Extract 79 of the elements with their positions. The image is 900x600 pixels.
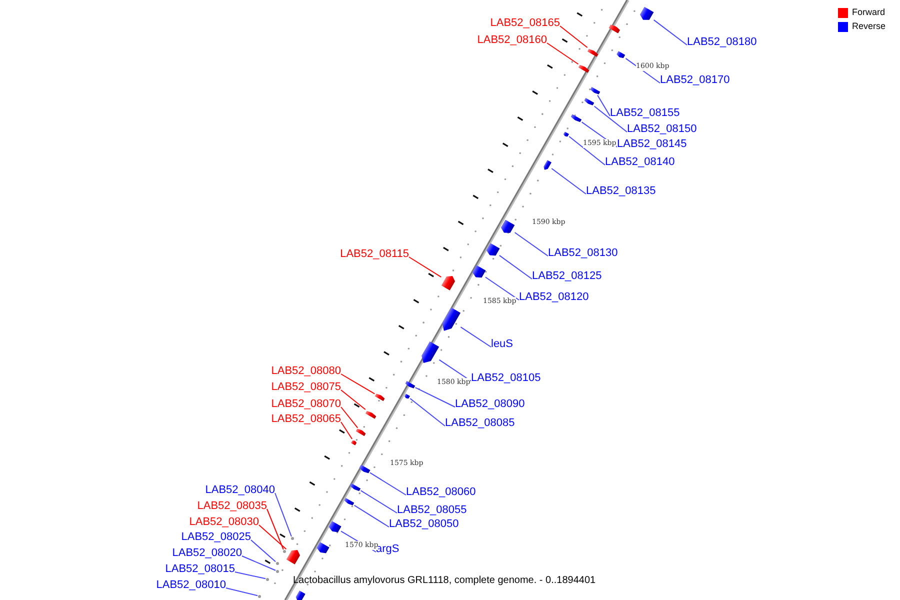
gene-block (404, 393, 410, 399)
leader-line (568, 136, 606, 166)
leader-line (408, 256, 442, 278)
leader-line (354, 504, 390, 528)
gene-block (562, 131, 570, 137)
leader-line (498, 254, 532, 280)
leader-line (226, 588, 258, 596)
gene-block (590, 86, 600, 96)
leader-line (242, 556, 276, 571)
leader-line (514, 232, 548, 256)
gene-label: LAB52_08115 (340, 246, 409, 262)
leader-line (460, 326, 492, 348)
gene-label: LAB52_08140 (605, 154, 675, 170)
leader-line (653, 19, 688, 46)
gene-label: LAB52_08050 (389, 516, 459, 532)
gene-label: LAB52_08170 (660, 72, 730, 88)
gene-block (616, 50, 626, 60)
gene-label: LAB52_08015 (165, 561, 235, 577)
leader-line (274, 492, 292, 537)
gene-label: LAB52_08165 (490, 15, 560, 31)
gene-block (344, 498, 354, 506)
gene-block (356, 428, 366, 436)
gene-label: LAB52_08090 (455, 396, 525, 412)
leader-line (546, 42, 579, 65)
gene-label: LAB52_08075 (271, 379, 341, 395)
leader-line (438, 359, 472, 382)
leader-line (369, 472, 406, 496)
gene-label: leuS (491, 336, 514, 352)
leader-line (560, 26, 588, 48)
leader-line (340, 390, 366, 410)
gene-label: LAB52_08060 (406, 484, 476, 500)
gene-label: LAB52_08040 (205, 482, 275, 498)
gene-label: LAB52_08125 (532, 268, 602, 284)
leader-line (234, 572, 266, 580)
leader-line (414, 387, 456, 408)
gene-block (570, 114, 582, 122)
leader-line (340, 374, 376, 394)
legend-label: Reverse (852, 21, 886, 32)
gene-block (584, 98, 594, 106)
leader-line (340, 406, 358, 428)
gene-label: LAB52_08085 (445, 415, 515, 431)
gene-label: LAB52_08070 (271, 396, 341, 412)
gene-block (294, 590, 306, 600)
gene-label: LAB52_08120 (519, 289, 589, 305)
gene-label: LAB52_08010 (156, 577, 226, 593)
gene-label: LAB52_08180 (687, 34, 757, 50)
gene-label: LAB52_08080 (271, 363, 341, 379)
caption: Lactobacillus amylovorus GRL1118, complete genome. - 0..1894401 (293, 574, 596, 587)
leader-line (597, 94, 610, 116)
gene-block (587, 48, 599, 56)
gene-block (578, 64, 590, 72)
leader-line (594, 106, 628, 132)
leader-line (551, 168, 586, 194)
gene-label: LAB52_08055 (397, 502, 467, 518)
gene-label: LAB52_08155 (610, 105, 680, 121)
legend-label: Forward (852, 7, 886, 18)
gene-label: LAB52_08145 (617, 136, 687, 152)
gene-label: LAB52_08135 (586, 183, 656, 199)
leader-line (360, 490, 398, 514)
gene-label: LAB52_08035 (197, 498, 267, 514)
gene-label: LAB52_08150 (627, 121, 697, 137)
leader-line (258, 524, 287, 550)
gene-label: LAB52_08020 (172, 545, 242, 561)
leader-line (484, 276, 520, 300)
gene-block (365, 410, 377, 418)
gene-label: LAB52_08030 (189, 514, 259, 530)
gene-block (542, 159, 552, 171)
gene-label: LAB52_08130 (548, 245, 618, 261)
leader-line (410, 398, 446, 426)
gene-label: LAB52_08065 (271, 411, 341, 427)
gene-label: argS (376, 541, 400, 557)
leader-line (250, 540, 276, 562)
leader-line (266, 508, 284, 550)
gene-block (350, 439, 358, 445)
leader-line (340, 422, 353, 440)
gene-label: LAB52_08160 (477, 32, 547, 48)
gene-block (374, 392, 386, 402)
gene-label: LAB52_08105 (471, 370, 541, 386)
gene-label: LAB52_08025 (181, 529, 251, 545)
